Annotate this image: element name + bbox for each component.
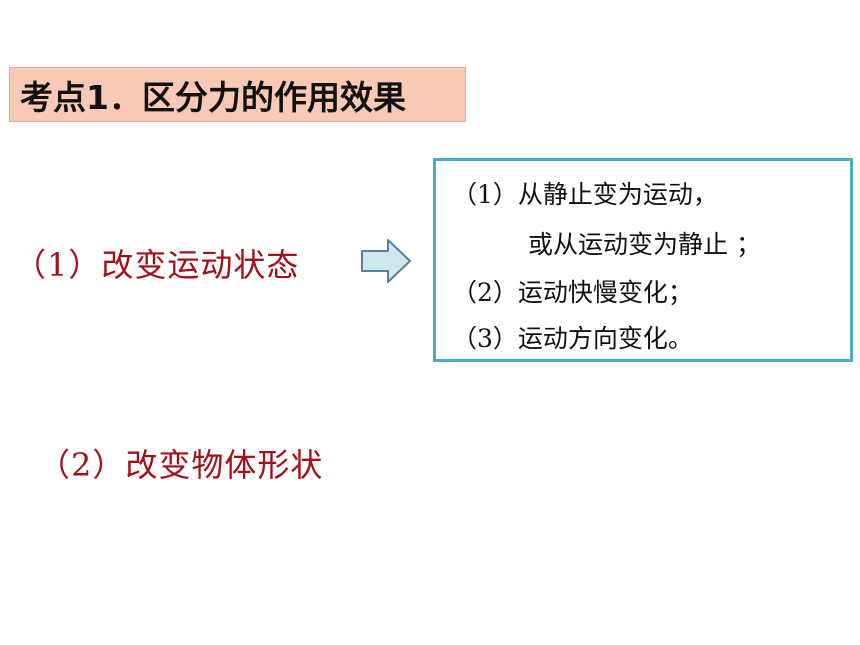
effect-change-motion-state: （1）改变运动状态	[14, 246, 300, 284]
detail-static-to-motion: （1）从静止变为运动，	[452, 180, 718, 209]
detail-speed-change: （2）运动快慢变化；	[452, 278, 693, 307]
right-arrow-icon	[361, 239, 411, 283]
topic-title: 考点1．区分力的作用效果	[9, 67, 466, 122]
detail-direction-change: （3）运动方向变化。	[452, 324, 693, 353]
effect-change-shape: （2）改变物体形状	[38, 446, 324, 484]
detail-motion-to-static: 或从运动变为静止 ；	[528, 230, 761, 259]
topic-title-text: 考点1．区分力的作用效果	[20, 77, 406, 117]
motion-change-details-box: （1）从静止变为运动， 或从运动变为静止 ； （2）运动快慢变化； （3）运动方…	[433, 158, 853, 362]
